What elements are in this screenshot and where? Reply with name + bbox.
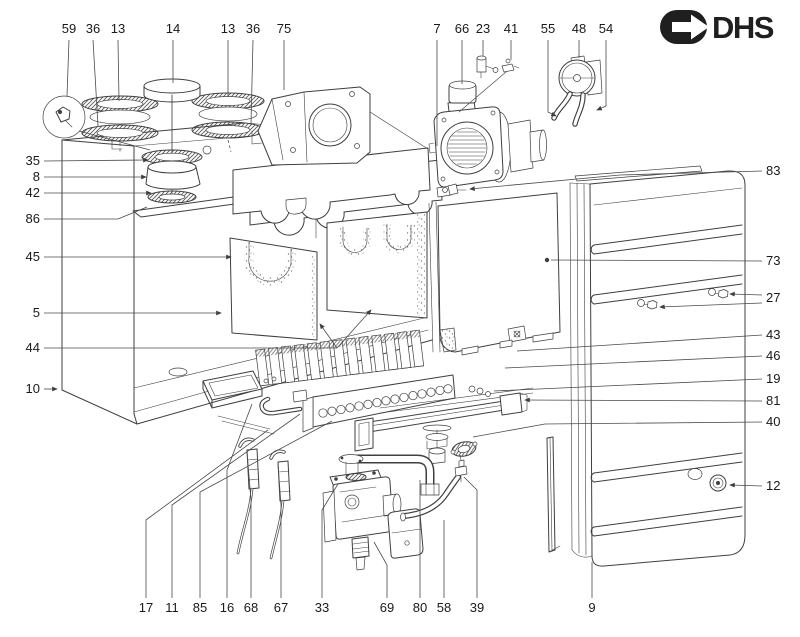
callout-66: 66 <box>455 21 469 36</box>
callout-75: 75 <box>277 21 291 36</box>
fan-top-cap <box>448 80 477 104</box>
callout-17: 17 <box>139 600 153 615</box>
hose-fitting <box>454 454 468 483</box>
pressure-switch <box>551 55 603 127</box>
sensor-plug <box>442 183 467 196</box>
callout-45: 45 <box>26 249 40 264</box>
callout-40: 40 <box>766 414 780 429</box>
clip-detail-circle <box>42 95 151 151</box>
locator-dashes <box>111 130 263 153</box>
burner-support-bar <box>354 385 534 452</box>
callout-35: 35 <box>26 153 40 168</box>
burner-manifold-plate <box>302 374 456 433</box>
callout-8: 8 <box>33 169 40 184</box>
callout-33: 33 <box>315 600 329 615</box>
switch-hose-left <box>551 91 573 121</box>
callout-81: 81 <box>766 393 780 408</box>
flue-ring-stack-left <box>81 95 159 142</box>
callout-16: 16 <box>220 600 234 615</box>
brand-logo: DHS <box>660 10 775 45</box>
callout-23: 23 <box>476 21 490 36</box>
callout-41: 41 <box>504 21 518 36</box>
grommet <box>687 468 727 492</box>
clamp-ring <box>450 441 478 457</box>
callout-54: 54 <box>599 21 613 36</box>
callout-42: 42 <box>26 185 40 200</box>
callout-7: 7 <box>433 21 440 36</box>
callout-55: 55 <box>541 21 555 36</box>
callout-43: 43 <box>766 327 780 342</box>
brand-logo-text: DHS <box>712 10 774 45</box>
callout-labels: 59 36 13 14 13 36 75 7 66 23 41 55 48 54… <box>26 21 781 615</box>
callout-12: 12 <box>766 478 780 493</box>
ignition-electrode-left <box>236 437 260 555</box>
ignition-electrode-right <box>269 449 291 560</box>
burner-fin-pack <box>255 329 425 387</box>
side-panel <box>569 165 746 567</box>
callout-9: 9 <box>588 600 595 615</box>
valve-bottom-stub <box>351 536 370 571</box>
callout-67: 67 <box>274 600 288 615</box>
callout-83: 83 <box>766 163 780 178</box>
panel-gasket-strip <box>546 436 561 553</box>
callout-85: 85 <box>193 600 207 615</box>
injector-union-stack <box>422 424 452 465</box>
test-nipple-fitting <box>476 55 499 79</box>
callout-48: 48 <box>572 21 586 36</box>
callout-73: 73 <box>766 253 780 268</box>
callout-46: 46 <box>766 348 780 363</box>
callout-10: 10 <box>26 381 40 396</box>
leader-lines <box>43 39 763 598</box>
draught-diverter-hood <box>257 86 429 215</box>
arrow-stadium-icon <box>660 10 709 44</box>
callout-13-left: 13 <box>111 21 125 36</box>
insulation-panel-rear <box>326 211 428 319</box>
insulation-panel-left <box>229 237 318 341</box>
flue-ring-stack-right <box>191 92 265 139</box>
callout-86: 86 <box>26 211 40 226</box>
callout-59: 59 <box>62 21 76 36</box>
callout-13-right: 13 <box>221 21 235 36</box>
fixing-screws <box>637 288 729 310</box>
callout-5: 5 <box>33 305 40 320</box>
callout-27: 27 <box>766 290 780 305</box>
callout-58: 58 <box>437 600 451 615</box>
condensate-tray <box>202 370 277 409</box>
heat-exchanger-baffle-front <box>232 147 431 224</box>
switch-hose-right <box>572 92 586 127</box>
burner-ports <box>318 384 453 418</box>
pilot-burner <box>259 389 308 416</box>
callout-39: 39 <box>470 600 484 615</box>
gas-valve <box>322 469 424 571</box>
flue-adapter-stack <box>141 94 212 204</box>
fan-assembly <box>428 80 547 198</box>
flue-cap <box>143 78 201 153</box>
callout-69: 69 <box>380 600 394 615</box>
fan-louvres <box>447 131 487 165</box>
callout-36-left: 36 <box>86 21 100 36</box>
callout-14: 14 <box>166 21 180 36</box>
callout-68: 68 <box>244 600 258 615</box>
callout-11: 11 <box>165 600 179 615</box>
valve-coil <box>387 508 424 559</box>
gas-supply-pipe <box>338 454 440 496</box>
small-union-fitting <box>458 58 520 113</box>
combustion-seal-panel <box>437 192 561 356</box>
callout-36-right: 36 <box>246 21 260 36</box>
side-seal-strips <box>428 201 441 353</box>
callout-44: 44 <box>26 340 40 355</box>
callout-19: 19 <box>766 371 780 386</box>
callout-80: 80 <box>413 600 427 615</box>
